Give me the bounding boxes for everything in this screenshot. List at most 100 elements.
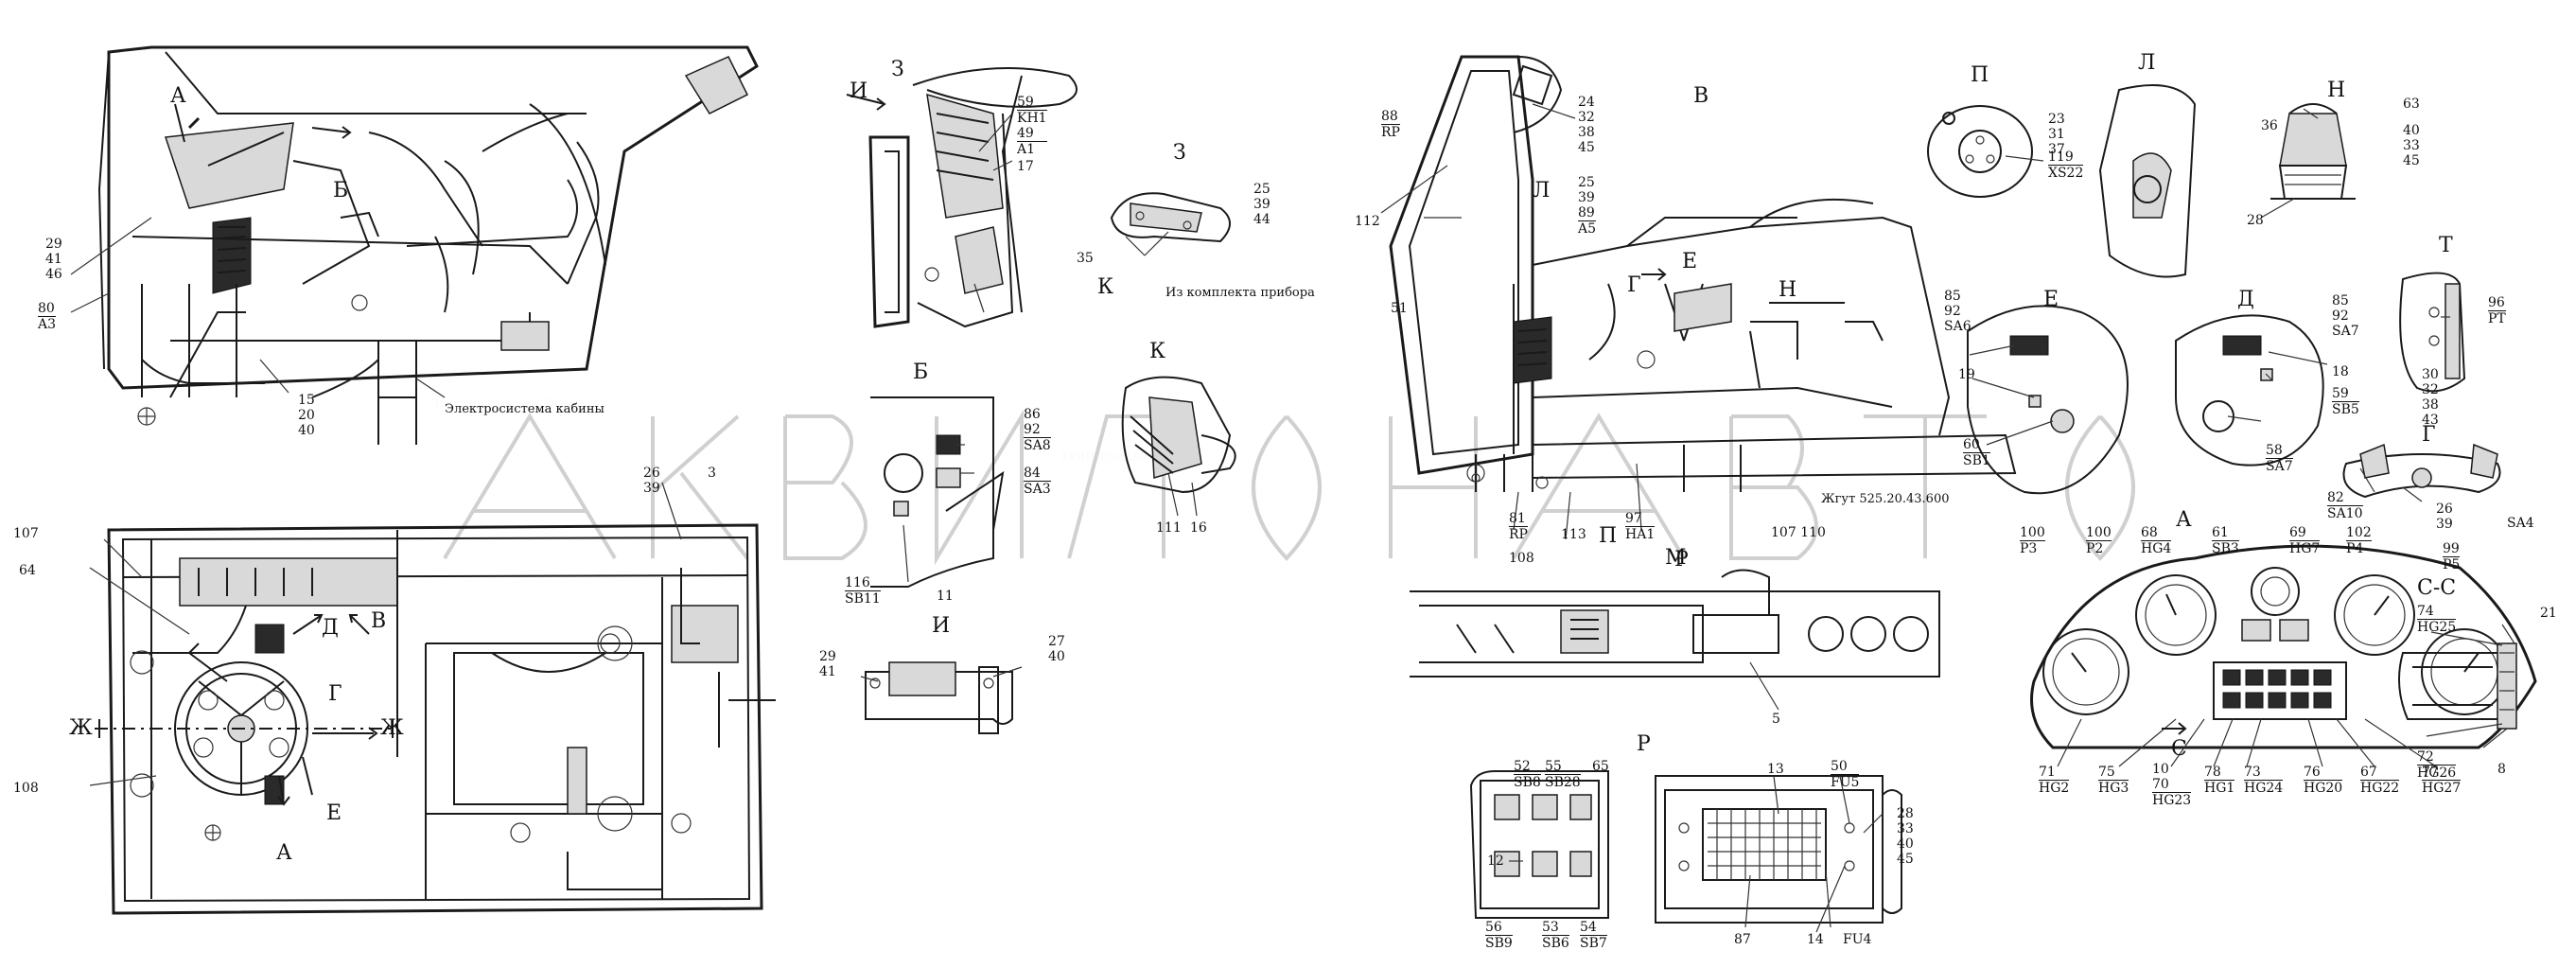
detail-P-socket (1927, 105, 2033, 198)
letter-D-detail: Д (2237, 288, 2254, 311)
callout-107-110: 107 110 (1771, 525, 1826, 540)
cab-plan-view (95, 523, 776, 915)
callout-64: 64 (19, 563, 36, 578)
callout-28: 28 (2247, 213, 2264, 228)
leader-lines (70, 103, 2515, 933)
letter-ZH-left: Ж (69, 716, 93, 740)
callout-21: 21 (2540, 606, 2557, 621)
callout-113: 113 (1561, 527, 1586, 542)
watermark-text: АКВИЛОНАВТО (1060, 449, 1158, 465)
section-arrows (95, 94, 2187, 806)
detail-D (2175, 314, 2324, 466)
watermark-outline (443, 409, 2135, 566)
letter-K-detail: К (1149, 340, 1166, 363)
instrument-panel (2030, 544, 2537, 749)
letter-B-side: Б (333, 179, 349, 202)
letter-Z-detail: З (1173, 141, 1186, 165)
letter-M-arrow: М (1665, 546, 1687, 570)
callout-107: 107 (13, 526, 39, 541)
callout-108: 108 (13, 781, 39, 796)
detail-L (2098, 84, 2197, 278)
callout-11: 11 (937, 589, 954, 604)
letter-I-main: И (850, 79, 868, 103)
detail-K (1121, 376, 1236, 494)
detail-Z (1110, 192, 1231, 243)
letter-CC: С-С (2417, 576, 2457, 600)
detail-R-panels (1469, 770, 1902, 924)
callout-8: 8 (2497, 762, 2506, 777)
letter-E-detail: Е (2043, 288, 2059, 311)
callout-65: 65 (1592, 759, 1609, 774)
callout-sa4: SA4 (2507, 516, 2534, 531)
callout-3: 3 (708, 466, 716, 481)
detail-E (1967, 305, 2129, 495)
letter-G-detail: Г (2422, 423, 2436, 447)
letter-G-plan: Г (328, 682, 342, 706)
callout-87: 87 (1734, 932, 1751, 947)
letter-D-plan: Д (322, 616, 339, 640)
callout-12: 12 (1487, 854, 1504, 869)
letter-ZH-right: Ж (380, 716, 404, 740)
letter-A-plan: А (276, 841, 292, 865)
panel-R-strip (1410, 569, 1940, 678)
letter-K-label: К (1097, 275, 1114, 299)
note-from-kit: Из комплекта прибора (1165, 286, 1315, 300)
letter-G-arrow: Г (1627, 273, 1641, 297)
title-text: Электросистема кабины (430, 396, 578, 411)
callout-14: 14 (1807, 932, 1824, 947)
callout-5: 5 (1772, 712, 1780, 727)
callout-16: 16 (1190, 520, 1207, 536)
detail-CC (2398, 642, 2517, 730)
letter-V-right: В (1693, 84, 1709, 108)
callout-17: 17 (1017, 159, 1034, 174)
callout-19: 19 (1958, 367, 1975, 382)
callout-111: 111 (1156, 520, 1182, 536)
letter-V-plan: В (371, 609, 387, 633)
letter-N-arrow: Н (1779, 278, 1797, 302)
letter-R-detail: Р (1637, 732, 1651, 756)
note-cab-system: Электросистема кабины (445, 402, 605, 416)
letter-C-arrow: С (2171, 737, 2187, 761)
detail-G (2342, 443, 2501, 499)
letter-L-arrow: Л (1533, 179, 1551, 202)
callout-13: 13 (1767, 762, 1784, 777)
cab-side-view (97, 45, 759, 445)
